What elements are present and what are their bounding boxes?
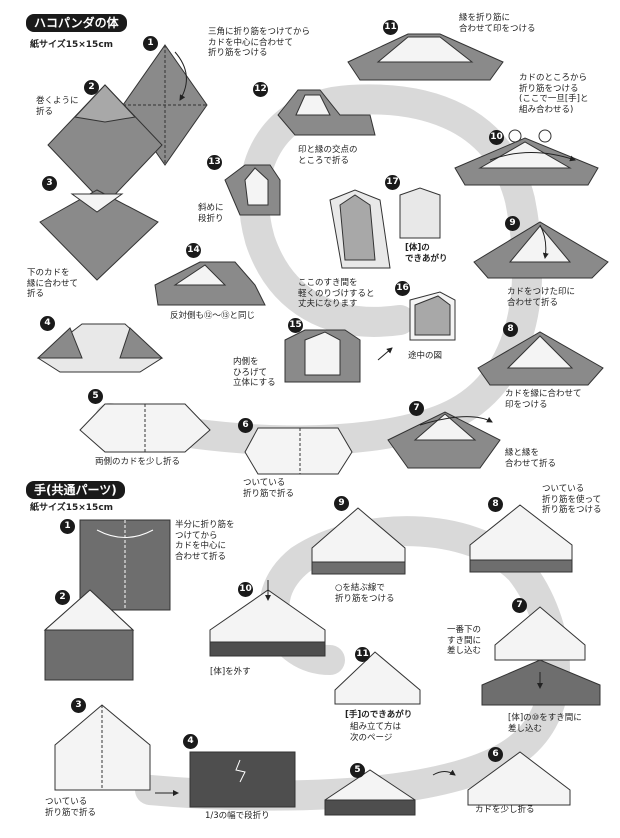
step-instruction: 下のカドを 縁に合わせて 折る: [27, 268, 79, 299]
step-instruction: ○を結ぶ線で 折り筋をつける: [335, 583, 395, 604]
step-instruction: [体]の できあがり: [405, 243, 448, 264]
step-number: 3: [71, 698, 86, 713]
step-number: 11: [355, 647, 370, 662]
step-number: 2: [55, 590, 70, 605]
step-instruction: 1/3の幅で段折り: [205, 811, 270, 821]
step-number: 9: [334, 496, 349, 511]
step-number: 16: [395, 281, 410, 296]
step-number: 17: [385, 175, 400, 190]
step-number: 5: [350, 763, 365, 778]
step-instruction: 反対側も⑫～⑬と同じ: [170, 311, 256, 321]
step-number: 10: [489, 130, 504, 145]
step-instruction: [体]を外す: [210, 667, 251, 677]
step-number: 7: [409, 401, 424, 416]
step-instruction: 三角に折り筋をつけてから カドを中心に合わせて 折り筋をつける: [208, 27, 311, 58]
step-number: 6: [238, 418, 253, 433]
section-title-hand: 手(共通パーツ): [26, 481, 125, 499]
step-instruction: 斜めに 段折り: [198, 203, 224, 224]
step-number: 15: [288, 318, 303, 333]
step-instruction: 一番下の すき間に 差し込む: [447, 625, 482, 656]
step-instruction: カドを縁に合わせて 印をつける: [505, 389, 582, 410]
paper-size-hand: 紙サイズ15×15cm: [30, 503, 114, 513]
step-instruction: 半分に折り筋を つけてから カドを中心に 合わせて折る: [175, 520, 235, 562]
guide-swirl-body: [95, 84, 543, 456]
step-number: 11: [383, 20, 398, 35]
paper-size-body: 紙サイズ15×15cm: [30, 40, 114, 50]
step-number: 8: [488, 497, 503, 512]
step-number: 10: [238, 582, 253, 597]
step-instruction: ついている 折り筋を使って 折り筋をつける: [542, 484, 602, 515]
diagram-figures: [36, 33, 609, 816]
step-number: 6: [488, 747, 503, 762]
step-number: 13: [207, 155, 222, 170]
step-instruction: 縁を折り筋に 合わせて印をつける: [459, 13, 536, 34]
step-instruction: 縁と縁を 合わせて折る: [505, 448, 557, 469]
step-instruction: 途中の図: [408, 351, 443, 361]
step-number: 7: [512, 598, 527, 613]
step-instruction: [手]のできあがり: [345, 710, 413, 720]
step-instruction: [体]の⑩をすき間に 差し込む: [508, 713, 582, 734]
step-instruction: 印と縁の交点の ところで折る: [298, 145, 358, 166]
section-title-body: ハコパンダの体: [26, 14, 127, 32]
step-instruction: ついている 折り筋で折る: [243, 478, 295, 499]
step-instruction: カドをつけた印に 合わせて折る: [507, 287, 576, 308]
step-instruction: カドを少し折る: [475, 805, 535, 815]
step-number: 3: [42, 176, 57, 191]
step-number: 8: [503, 322, 518, 337]
step-number: 1: [143, 36, 158, 51]
step-instruction: 組み立て方は 次のページ: [350, 722, 402, 743]
step-instruction: 内側を ひろげて 立体にする: [233, 357, 276, 388]
step-number: 14: [186, 243, 201, 258]
fold-arrows: [155, 51, 576, 796]
step-instruction: ここのすき間を 軽くのりづけすると 丈夫になります: [298, 278, 375, 309]
step-instruction: 巻くように 折る: [36, 96, 79, 117]
step-number: 1: [60, 519, 75, 534]
step-number: 4: [40, 316, 55, 331]
step-number: 12: [253, 82, 268, 97]
step-number: 4: [183, 734, 198, 749]
step-number: 5: [88, 389, 103, 404]
step-instruction: ついている 折り筋で折る: [45, 797, 97, 818]
step-number: 2: [84, 80, 99, 95]
step-instruction: カドのところから 折り筋をつける (ここで一旦[手]と 組み合わせる): [519, 73, 589, 115]
step-number: 9: [505, 216, 520, 231]
step-instruction: 両側のカドを少し折る: [95, 457, 181, 467]
